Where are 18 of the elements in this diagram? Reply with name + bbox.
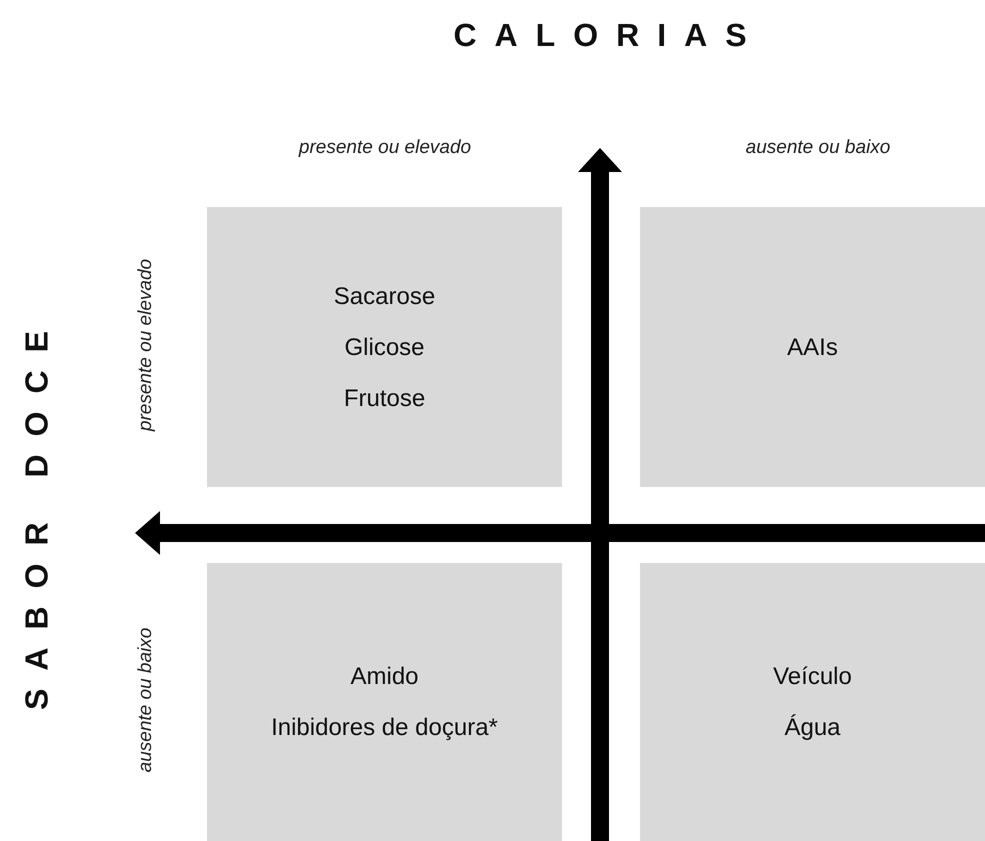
- axis-title: CALORIAS: [452, 16, 766, 54]
- quadrant-text: Frutose: [344, 384, 426, 414]
- axis-title: SABOR DOCE: [18, 312, 56, 712]
- quadrant-box: [207, 207, 562, 487]
- quadrant-text: Sacarose: [334, 282, 436, 312]
- quadrant-text: AAIs: [787, 332, 838, 362]
- quadrant-box: [640, 563, 985, 841]
- quadrant-box: [640, 207, 985, 487]
- axis-value-label: presente ou elevado: [134, 258, 157, 434]
- quadrant-text: Glicose: [344, 332, 425, 362]
- axis-value-label: ausente ou baixo: [744, 136, 892, 160]
- quadrant-text: Inibidores de doçura*: [271, 713, 498, 743]
- quadrant-box: [207, 563, 562, 841]
- axis-value-label: ausente ou baixo: [134, 626, 157, 774]
- quadrant-text: Água: [784, 713, 841, 743]
- quadrant-text: Veículo: [773, 662, 852, 692]
- quadrant-text: Amido: [350, 662, 419, 692]
- axis-value-label: presente ou elevado: [298, 136, 472, 160]
